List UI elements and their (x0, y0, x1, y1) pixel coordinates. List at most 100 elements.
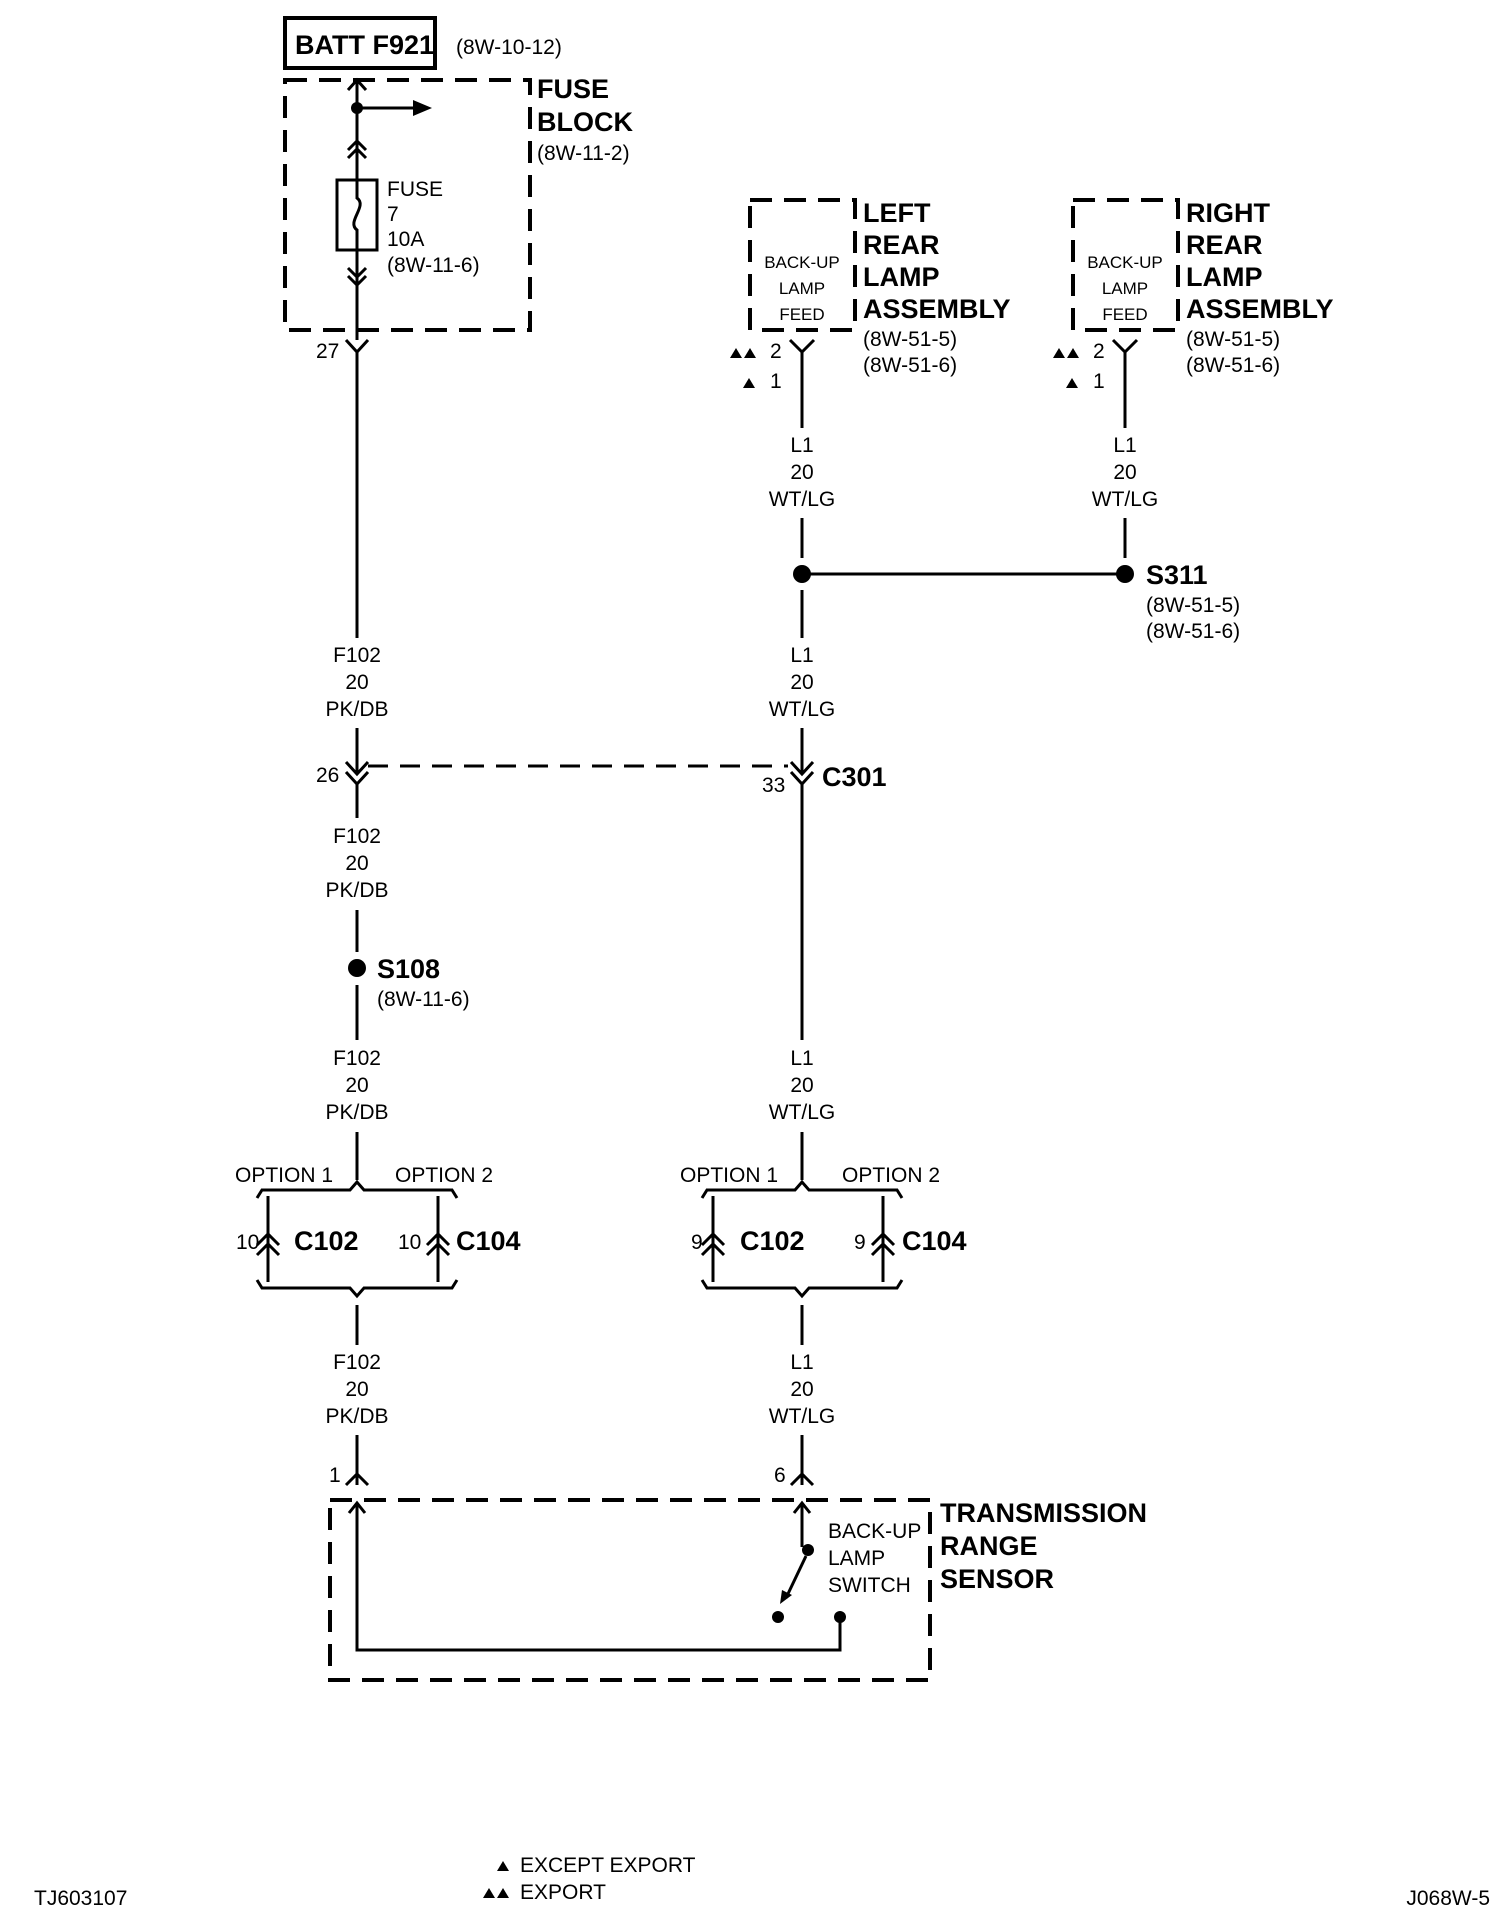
f102-label-2-circuit: F102 (333, 825, 381, 848)
splice-s108 (348, 959, 366, 977)
right-lamp-export-triangles (1053, 348, 1079, 358)
left-lamp-title-1: LEFT (863, 198, 931, 228)
pin-26-label: 26 (316, 764, 339, 787)
connector-pin-1 (344, 1471, 370, 1487)
f102-label-4-circuit: F102 (333, 1351, 381, 1374)
switch-label-2: LAMP (828, 1547, 885, 1570)
arrow-right-icon (413, 100, 432, 116)
f102-label-1-gauge: 20 (345, 671, 368, 694)
switch-label-1: BACK-UP (828, 1520, 921, 1543)
right-option-1: OPTION 1 (680, 1164, 778, 1187)
connector-c301-pin-26 (344, 760, 370, 777)
left-option-2: OPTION 2 (395, 1164, 493, 1187)
switch-pivot (802, 1544, 814, 1556)
left-c102-pin: 10 (236, 1231, 259, 1254)
connector-pin-6 (789, 1471, 815, 1487)
s311-name: S311 (1146, 560, 1208, 590)
l1-label-2-circuit: L1 (790, 644, 813, 667)
left-lamp-feed-3: FEED (779, 305, 824, 324)
footer-left-code: TJ603107 (34, 1887, 127, 1910)
connector-pin-27 (344, 338, 370, 355)
right-option-bottom-brace (700, 1279, 904, 1299)
pin-27-label: 27 (316, 340, 339, 363)
fuse-block-title-2: BLOCK (537, 107, 633, 137)
l1-label-3-circuit: L1 (790, 1047, 813, 1070)
left-lamp-ref-1: (8W-51-5) (863, 328, 957, 351)
right-lamp-feed-2: LAMP (1102, 279, 1148, 298)
sensor-title-3: SENSOR (940, 1564, 1054, 1594)
batt-ref: (8W-10-12) (456, 36, 562, 59)
fuse-block-ref: (8W-11-2) (537, 142, 630, 165)
right-lamp-except-triangle (1066, 378, 1078, 388)
l1-label-4-color: WT/LG (769, 1405, 836, 1428)
switch-label-3: SWITCH (828, 1574, 911, 1597)
sensor-outline (328, 1498, 932, 1682)
f102-label-1-color: PK/DB (325, 698, 388, 721)
right-lamp-outline (1071, 198, 1180, 332)
right-lamp-feed-3: FEED (1102, 305, 1147, 324)
left-lamp-connector (788, 338, 816, 355)
left-lamp-except-triangle (743, 378, 755, 388)
right-lamp-ref-2: (8W-51-6) (1186, 354, 1280, 377)
right-lamp-feed-1: BACK-UP (1087, 253, 1163, 272)
legend-except-triangle (497, 1861, 509, 1871)
footer-right-code: J068W-5 (1406, 1887, 1490, 1910)
right-c104-name: C104 (902, 1226, 967, 1256)
pin-6-label: 6 (774, 1464, 786, 1487)
sensor-title-2: RANGE (940, 1531, 1038, 1561)
left-c104-name: C104 (456, 1226, 521, 1256)
legend-export-triangles (483, 1888, 509, 1898)
left-lamp-title-3: LAMP (863, 262, 940, 292)
c301-name: C301 (822, 762, 887, 792)
s311-ref-1: (8W-51-5) (1146, 594, 1240, 617)
legend-export: EXPORT (520, 1881, 606, 1904)
switch-blade (784, 1555, 808, 1599)
fuse-block-title-1: FUSE (537, 74, 609, 104)
left-lamp-pin-export: 2 (770, 340, 782, 363)
right-lamp-pin-except: 1 (1093, 370, 1105, 393)
left-lamp-outline (748, 198, 857, 332)
pin-1-label: 1 (329, 1464, 341, 1487)
fuse-label-2: 7 (387, 203, 399, 226)
s108-name: S108 (377, 954, 440, 984)
right-c102-pin: 9 (691, 1231, 703, 1254)
l1-label-1-circuit: L1 (790, 434, 813, 457)
right-lamp-connector (1111, 338, 1139, 355)
l1-label-2-color: WT/LG (769, 698, 836, 721)
left-lamp-pin-except: 1 (770, 370, 782, 393)
s108-ref: (8W-11-6) (377, 988, 470, 1011)
fuse-label-4: (8W-11-6) (387, 254, 480, 277)
l1-label-1-color: WT/LG (769, 488, 836, 511)
right-option-2: OPTION 2 (842, 1164, 940, 1187)
right-c102-connector (700, 1231, 726, 1247)
right-lamp-title-1: RIGHT (1186, 198, 1271, 228)
right-option-top-brace (700, 1179, 904, 1199)
switch-contact-left (772, 1611, 784, 1623)
l1-label-4-circuit: L1 (790, 1351, 813, 1374)
connector-c301-pin-33 (789, 760, 815, 777)
right-lamp-title-4: ASSEMBLY (1186, 294, 1334, 324)
left-c102-connector (255, 1231, 281, 1247)
right-lamp-title-2: REAR (1186, 230, 1263, 260)
f102-label-3-gauge: 20 (345, 1074, 368, 1097)
l1-label-r-circuit: L1 (1113, 434, 1136, 457)
right-c102-name: C102 (740, 1226, 805, 1256)
l1-label-3-color: WT/LG (769, 1101, 836, 1124)
left-lamp-title-2: REAR (863, 230, 940, 260)
right-lamp-pin-export: 2 (1093, 340, 1105, 363)
left-lamp-feed-2: LAMP (779, 279, 825, 298)
right-lamp-ref-1: (8W-51-5) (1186, 328, 1280, 351)
legend-except-export: EXCEPT EXPORT (520, 1854, 696, 1877)
f102-label-3-color: PK/DB (325, 1101, 388, 1124)
switch-blade-arrow (780, 1590, 792, 1604)
l1-label-3-gauge: 20 (790, 1074, 813, 1097)
left-c104-pin: 10 (398, 1231, 421, 1254)
l1-label-1-gauge: 20 (790, 461, 813, 484)
left-option-1: OPTION 1 (235, 1164, 333, 1187)
left-lamp-title-4: ASSEMBLY (863, 294, 1011, 324)
f102-label-4-gauge: 20 (345, 1378, 368, 1401)
sensor-title-1: TRANSMISSION (940, 1498, 1147, 1528)
fuse-block-outline (283, 78, 532, 332)
left-lamp-export-triangles (730, 348, 756, 358)
right-c104-connector (870, 1231, 896, 1247)
